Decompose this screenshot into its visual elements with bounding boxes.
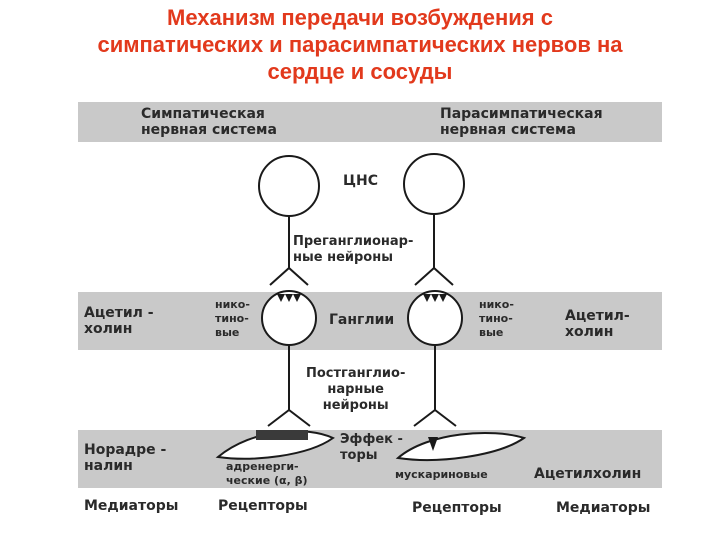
acetylcholine-right-label: Ацетил- холин (565, 308, 630, 340)
effector-cell-right (395, 431, 527, 461)
preganglionic-terminal-right (414, 266, 454, 286)
nicotinic-right-line-2: тино- (479, 312, 513, 325)
acetylcholine-right-line-1: Ацетил- (565, 308, 630, 324)
noradrenaline-label: Норадре - налин (84, 442, 166, 474)
sympathetic-line-2: нервная система (141, 122, 277, 138)
nicotinic-right-line-3: вые (479, 326, 504, 339)
nicotinic-left-line-3: вые (215, 326, 240, 339)
muscarinic-label: мускариновые (395, 468, 488, 481)
adrenergic-line-2: ческие (α, β) (226, 474, 308, 487)
sympathetic-system-label: Симпатическая нервная система (141, 106, 277, 138)
postganglionic-neurons-label: Постганглио- нарные нейроны (306, 366, 405, 414)
effectors-line-2: торы (340, 448, 378, 463)
preganglionic-line-2: ные нейроны (293, 250, 393, 265)
ganglia-label: Ганглии (329, 312, 395, 328)
postganglionic-line-1: Постганглио- (306, 366, 406, 381)
ganglion-synapse-marks-left (277, 294, 301, 302)
preganglionic-line-1: Преганглионар- (293, 234, 414, 249)
cns-band (78, 102, 662, 142)
ganglia-band (78, 292, 662, 350)
postganglionic-line-3: нейроны (322, 398, 389, 413)
parasympathetic-line-2: нервная система (440, 122, 576, 138)
acetylcholine-left-line-2: холин (84, 321, 133, 337)
acetylcholine-left-line-1: Ацетил - (84, 305, 154, 321)
sympathetic-line-1: Симпатическая (141, 106, 265, 122)
noradrenaline-line-2: налин (84, 458, 133, 474)
effectors-line-1: Эффек - (340, 432, 403, 447)
nicotinic-left-label: нико- тино- вые (215, 298, 250, 340)
mediators-right-label: Медиаторы (556, 500, 651, 516)
nicotinic-right-line-1: нико- (479, 298, 514, 311)
noradrenaline-line-1: Норадре - (84, 442, 167, 458)
acetylcholine-right-line-2: холин (565, 324, 614, 340)
title-line-3: сердце и сосуды (267, 59, 453, 84)
cns-neuron-left (258, 155, 320, 217)
cns-label: ЦНС (343, 173, 378, 189)
preganglionic-neurons-label: Преганглионар- ные нейроны (293, 234, 414, 266)
parasympathetic-system-label: Парасимпатическая нервная система (440, 106, 603, 138)
neuron-drawing (215, 153, 527, 461)
nicotinic-left-line-1: нико- (215, 298, 250, 311)
acetylcholine-left-label: Ацетил - холин (84, 305, 154, 337)
nicotinic-right-label: нико- тино- вые (479, 298, 514, 340)
receptors-left-label: Рецепторы (218, 498, 308, 514)
preganglionic-terminal-left (269, 266, 309, 286)
cns-neuron-right (403, 153, 465, 215)
parasympathetic-line-1: Парасимпатическая (440, 106, 603, 122)
nicotinic-left-line-2: тино- (215, 312, 249, 325)
postganglionic-line-2: нарные (327, 382, 384, 397)
effector-shadow (256, 430, 308, 440)
mediators-left-label: Медиаторы (84, 498, 179, 514)
nerve-diagram-figure: Симпатическая нервная система Парасимпат… (78, 100, 662, 524)
receptors-right-label: Рецепторы (412, 500, 502, 516)
postganglionic-terminal-left (267, 408, 311, 427)
effector-receptor-mark-right (428, 437, 438, 451)
effectors-band (78, 430, 662, 488)
title-line-2: симпатических и парасимпатических нервов… (97, 32, 623, 57)
slide-title: Механизм передачи возбуждения с симпатич… (0, 4, 720, 85)
acetylcholine-bottom-label: Ацетилхолин (534, 466, 642, 482)
title-line-1: Механизм передачи возбуждения с (167, 5, 553, 30)
adrenergic-line-1: адренерги- (226, 460, 299, 473)
ganglion-synapse-marks-right (423, 294, 447, 302)
postganglionic-terminal-right (413, 408, 457, 427)
effectors-label: Эффек - торы (340, 432, 403, 464)
adrenergic-receptors-label: адренерги- ческие (α, β) (226, 460, 308, 488)
